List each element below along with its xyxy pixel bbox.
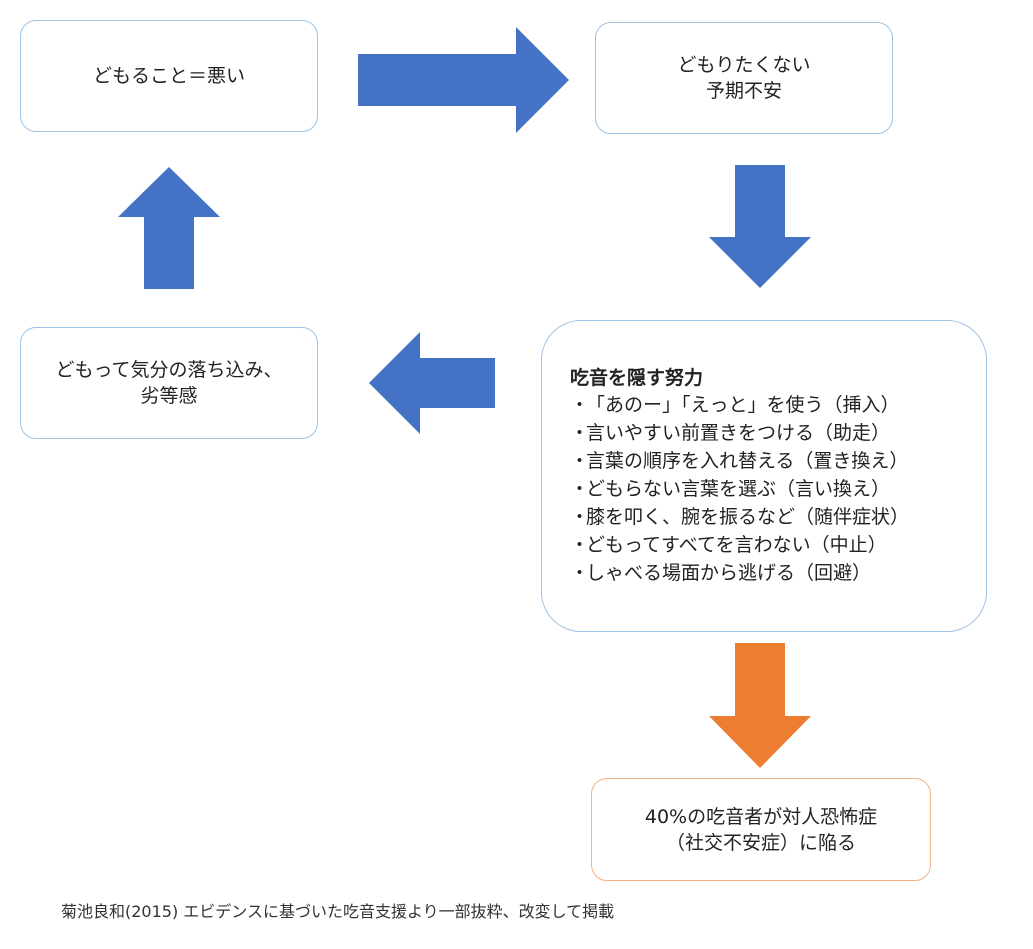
bullet: ・ — [570, 422, 590, 444]
list-item: ・言葉の順序を入れ替える（置き換え） — [570, 447, 909, 475]
bullet: ・ — [570, 478, 590, 500]
arrow-up-icon — [118, 167, 220, 289]
list-item-text: どもらない言葉を選ぶ（言い換え） — [586, 478, 891, 500]
box-stutter-is-bad: どもること＝悪い — [20, 20, 318, 132]
box-text-line: 40%の吃音者が対人恐怖症 — [644, 805, 878, 828]
box-text-line: どもること＝悪い — [92, 65, 245, 87]
effort-title: 吃音を隠す努力 — [570, 367, 704, 389]
citation: 菊池良和(2015) エビデンスに基づいた吃音支援より一部抜粋、改変して掲載 — [61, 902, 615, 921]
box-text-line: 予期不安 — [705, 80, 782, 102]
box-hiding-effort: 吃音を隠す努力 ・「あのー」「えっと」を使う（挿入） ・言いやすい前置きをつける… — [541, 320, 987, 632]
bullet: ・ — [570, 534, 590, 556]
box-text-line: どもって気分の落ち込み、 — [55, 359, 283, 381]
list-item: ・「あのー」「えっと」を使う（挿入） — [570, 391, 909, 419]
bullet: ・ — [570, 506, 590, 528]
list-item-text: 言葉の順序を入れ替える（置き換え） — [586, 450, 909, 472]
list-item-text: 言いやすい前置きをつける（助走） — [586, 422, 891, 444]
list-item-text: どもってすべてを言わない（中止） — [586, 534, 887, 556]
arrow-down-orange-icon — [709, 643, 811, 768]
box-text-line: （社交不安症）に陥る — [665, 831, 856, 854]
list-item: ・どもらない言葉を選ぶ（言い換え） — [570, 475, 909, 503]
arrow-right-icon — [358, 27, 569, 133]
list-item: ・膝を叩く、腕を振るなど（随伴症状） — [570, 503, 909, 531]
list-item: ・言いやすい前置きをつける（助走） — [570, 419, 909, 447]
list-item: ・しゃべる場面から逃げる（回避） — [570, 559, 909, 587]
box-dont-want-to-stutter: どもりたくない 予期不安 — [595, 22, 893, 134]
bullet: ・ — [570, 562, 590, 584]
bullet: ・ — [570, 394, 590, 416]
list-item-text: 「あのー」「えっと」を使う（挿入） — [586, 394, 900, 416]
box-social-anxiety: 40%の吃音者が対人恐怖症 （社交不安症）に陥る — [591, 778, 931, 881]
effort-list: ・「あのー」「えっと」を使う（挿入） ・言いやすい前置きをつける（助走） ・言葉… — [570, 391, 909, 587]
list-item: ・どもってすべてを言わない（中止） — [570, 531, 909, 559]
arrow-left-icon — [369, 332, 495, 434]
box-depression: どもって気分の落ち込み、 劣等感 — [20, 327, 318, 439]
arrow-down-icon — [709, 165, 811, 288]
list-item-text: 膝を叩く、腕を振るなど（随伴症状） — [586, 506, 910, 528]
list-item-text: しゃべる場面から逃げる（回避） — [586, 562, 872, 584]
bullet: ・ — [570, 450, 590, 472]
box-text-line: 劣等感 — [140, 385, 198, 407]
box-text-line: どもりたくない — [677, 54, 811, 76]
